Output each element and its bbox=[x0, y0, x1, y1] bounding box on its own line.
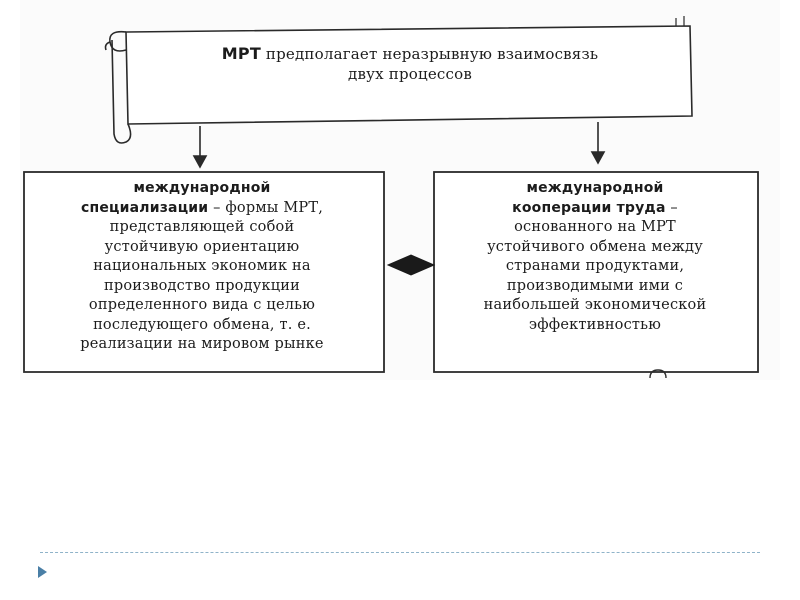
left-box-text: международной специализации – формы МРТ,… bbox=[32, 179, 372, 355]
mrt-term: МРТ bbox=[221, 44, 261, 63]
left-box-line: последующего обмена, т. е. bbox=[93, 316, 311, 333]
right-box-line: устойчивого обмена между bbox=[487, 238, 703, 255]
right-box-line: эффективностью bbox=[528, 316, 662, 333]
left-box-line: определенного вида с целью bbox=[88, 297, 316, 313]
right-box-line-1: – bbox=[665, 199, 678, 216]
left-box-frame bbox=[23, 171, 385, 373]
diamond-connector bbox=[386, 254, 436, 276]
right-box-text: международной кооперации труда – основан… bbox=[440, 179, 750, 335]
left-box-line: представляющей собой bbox=[109, 219, 295, 235]
scroll-line-2: двух процессов bbox=[348, 65, 472, 83]
left-box-term-2: специализации bbox=[80, 199, 209, 216]
scroll-banner-text: МРТ предполагает неразрывную взаимосвязь… bbox=[140, 44, 680, 84]
footer-bullet-arrow-icon bbox=[38, 566, 47, 578]
left-box-line: устойчивую ориентацию bbox=[104, 238, 300, 255]
right-box-term-2: кооперации труда bbox=[512, 199, 666, 216]
circle-mark bbox=[649, 369, 667, 379]
right-box-line: производимыми ими с bbox=[506, 277, 684, 294]
left-box-line: производство продукции bbox=[104, 277, 300, 294]
right-box-frame bbox=[433, 171, 759, 373]
right-box-term-1: международной bbox=[526, 180, 664, 196]
scroll-banner bbox=[104, 16, 693, 144]
left-box-term-1: международной bbox=[133, 180, 271, 196]
right-box-line: наибольшей экономической bbox=[483, 297, 707, 313]
right-box-line: основанного на МРТ bbox=[514, 219, 676, 235]
connector-arrows bbox=[192, 122, 606, 169]
left-box-line-1: – формы МРТ, bbox=[208, 199, 324, 216]
left-box-line: реализации на мировом рынке bbox=[80, 336, 324, 352]
scroll-line-1: МРТ предполагает неразрывную взаимосвязь bbox=[140, 44, 680, 64]
right-box-line: странами продуктами, bbox=[505, 258, 685, 274]
footer-divider bbox=[40, 552, 760, 553]
scroll-line-1-text: предполагает неразрывную взаимосвязь bbox=[260, 45, 599, 63]
left-box-line: национальных экономик на bbox=[93, 258, 311, 274]
